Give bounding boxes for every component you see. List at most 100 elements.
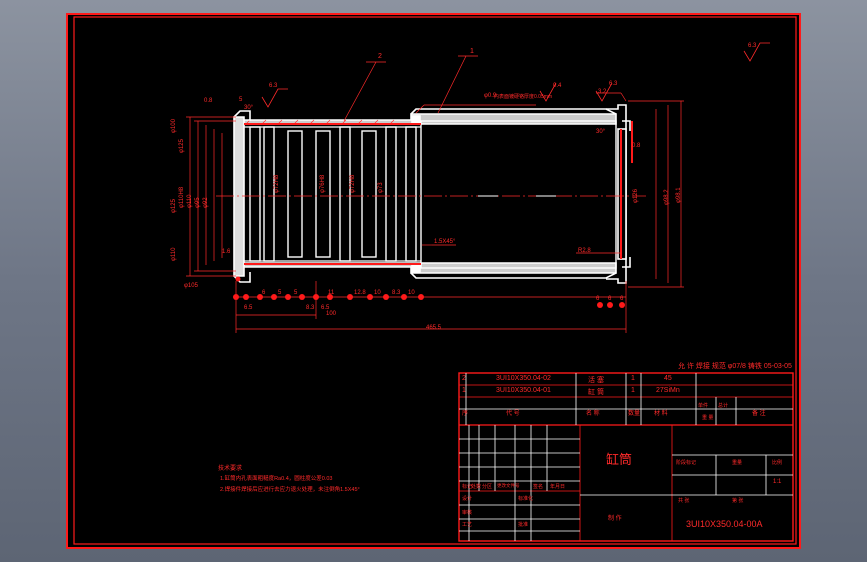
bom-row-2-material: 45 — [664, 375, 672, 382]
dim-top-2: 30° — [244, 105, 254, 111]
cylinder-section — [233, 104, 631, 284]
tb-label-review: 审核 — [462, 510, 473, 516]
datum-points — [233, 276, 625, 308]
section-label-3: φ73 — [378, 182, 384, 193]
dim-chamfer: 1.5X45° — [434, 239, 456, 245]
bom-header-qty: 数量 — [628, 411, 641, 417]
section-label-2: φ72H8 — [350, 174, 356, 193]
dim-right-1: φ98.2 — [664, 189, 670, 205]
bom-row-2-code: 3UI10X350.04-02 — [496, 375, 551, 382]
bom-header-name: 名 称 — [586, 411, 600, 417]
tb-label-stage: 阶段标记 — [676, 460, 697, 466]
bom-header-material: 材 料 — [654, 411, 668, 417]
inner-border — [73, 16, 797, 545]
bom-row-1-material: 27SiMn — [656, 387, 680, 394]
bom-row-2-qty: 1 — [631, 375, 635, 382]
notes-heading: 技术要求 — [218, 466, 243, 472]
dim-bottom-3: 5 — [294, 290, 298, 296]
title-block-lines — [458, 372, 794, 542]
dim-bottom-4: 8.3 — [306, 305, 315, 311]
dim-right-4: 0.8 — [632, 143, 641, 149]
tb-label-sheet: 第 张 — [732, 498, 744, 504]
piston-grooves — [249, 126, 417, 262]
tb-label-mark: 标记 — [462, 484, 473, 490]
dim-left-8: 1.6 — [222, 249, 231, 255]
dim-bottom-8: 8.3 — [392, 290, 401, 296]
bom-header-weight: 重 量 — [702, 415, 714, 421]
change-note: 允 许 焊接 规范 φ07/8 铸铁 05-03-05 — [678, 363, 792, 370]
dim-left-7: φ125 — [179, 139, 185, 153]
dim-right-3: R2.8 — [578, 248, 591, 254]
dim-bottom-10: 6.5 — [321, 305, 330, 311]
dim-top-coating: 内表面镀硬铬厚度0.05mm — [494, 94, 553, 100]
dim-top-3: 6.3 — [269, 83, 278, 89]
bom-header-code: 代 号 — [506, 411, 520, 417]
bom-header-index: 序 — [462, 411, 469, 417]
dim-overall-100: 100 — [326, 311, 337, 317]
tb-label-sheets: 共 张 — [678, 498, 690, 504]
dim-top-7: 3.2 — [598, 89, 607, 95]
dim-left-4: φ95 — [195, 197, 201, 208]
bom-row-1-name: 缸 筒 — [588, 389, 604, 396]
balloon-1: 1 — [470, 48, 474, 55]
bom-header-remarks: 备 注 — [752, 411, 766, 417]
drawing-number: 3UI10X350.04-00A — [686, 519, 763, 529]
balloon-2: 2 — [378, 53, 382, 60]
tb-label-scale: 比例 — [772, 460, 783, 466]
dim-top-0: 0.8 — [204, 98, 213, 104]
tb-label-design: 设计 — [462, 496, 473, 502]
dim-right-7: 6 — [620, 296, 624, 302]
tb-label-count: 处数 — [471, 484, 482, 490]
notes-line-1: 1.缸筒内孔表面粗糙度Ra0.4，圆柱度公差0.03 — [220, 476, 333, 482]
cad-drawing — [66, 13, 801, 549]
roughness-corner: 6.3 — [748, 43, 757, 49]
dim-left-2: φ110H8 — [179, 186, 185, 208]
dim-top-9: 30° — [596, 129, 606, 135]
bom-row-1-code: 3UI10X350.04-01 — [496, 387, 551, 394]
dim-left-1: φ125 — [171, 199, 177, 213]
dim-bottom-9: 10 — [408, 290, 415, 296]
part-title: 缸筒 — [606, 452, 633, 467]
dim-right-6: 6 — [608, 296, 612, 302]
roughness-symbol — [261, 42, 770, 108]
tb-label-date: 年月日 — [550, 484, 566, 490]
scale-value: 1:1 — [773, 479, 782, 485]
section-label-0: φ72H8 — [274, 174, 280, 193]
bom-header-total: 总计 — [718, 403, 729, 409]
bom-header-unit: 单件 — [698, 403, 709, 409]
dimension-lines — [186, 55, 684, 333]
tb-label-standard: 标准化 — [518, 496, 534, 502]
dim-right-0: φ98.1 — [676, 187, 682, 203]
dim-top-1: 5 — [239, 97, 243, 103]
material-label: 制 作 — [608, 516, 622, 522]
notes-line-2: 2.焊接件焊接后应进行去应力退火处理，未注倒角1.5X45° — [220, 487, 360, 493]
tb-label-process: 工艺 — [462, 522, 473, 528]
outer-border — [66, 13, 801, 549]
dim-bottom-5: 11 — [328, 290, 335, 296]
dim-left-3: φ110 — [187, 194, 193, 208]
dim-bottom-0: 6.5 — [244, 305, 253, 311]
dim-right-5: 6 — [596, 296, 600, 302]
red-walls — [244, 121, 633, 265]
tb-label-zone: 分区 — [482, 484, 493, 490]
dim-bottom-6: 12.8 — [354, 290, 366, 296]
bom-row-1-index: 1 — [462, 387, 466, 394]
tb-label-signature: 签名 — [533, 484, 544, 490]
section-label-1: φ76H8 — [320, 174, 326, 193]
dim-left-9: φ105 — [184, 283, 198, 289]
dim-overall-total: 465.5 — [426, 325, 442, 331]
bom-row-1-qty: 1 — [631, 387, 635, 394]
bom-row-2-name: 活 塞 — [588, 377, 604, 384]
dim-left-0: φ100 — [171, 119, 177, 133]
dim-top-6: 0.4 — [553, 83, 562, 89]
dim-right-2: φ126 — [633, 189, 639, 203]
dim-bottom-2: 5 — [278, 290, 282, 296]
dim-left-6: φ110 — [171, 247, 177, 261]
dim-top-8: 6.3 — [609, 81, 618, 87]
bom-row-2-index: 2 — [462, 375, 466, 382]
dim-bottom-1: 6 — [262, 290, 266, 296]
drawing-sheet: 2 1 0.8 5 30° 6.3 φ0.9 内表面镀硬铬厚度0.05mm 0.… — [66, 13, 801, 549]
tb-label-weight: 重量 — [732, 460, 743, 466]
tb-label-approve: 批准 — [518, 522, 529, 528]
dim-left-5: φ92 — [203, 197, 209, 208]
